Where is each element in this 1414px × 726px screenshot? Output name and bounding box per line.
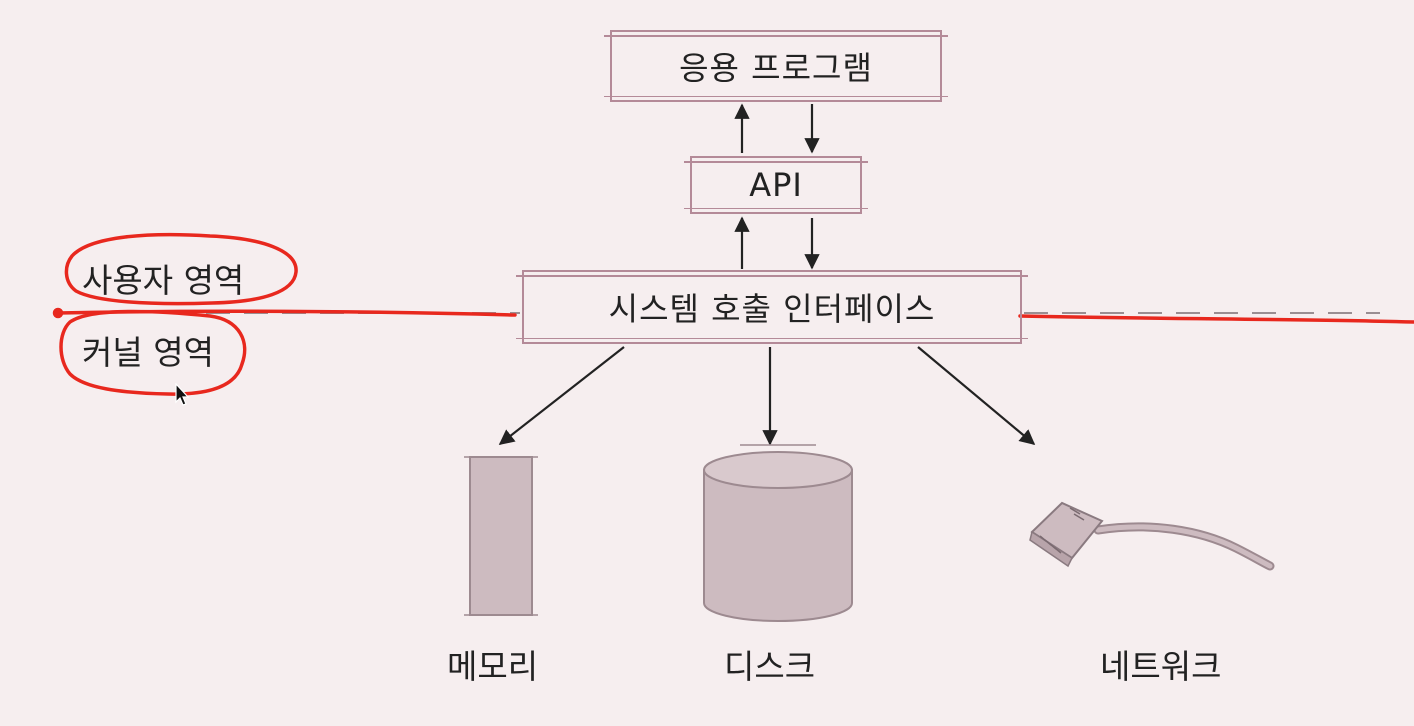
system-call-interface-box: 시스템 호출 인터페이스 [516,270,1028,344]
boundary-underline-right [1018,314,1414,324]
disk-label: 디스크 [724,647,816,686]
api-box: API [684,156,868,214]
arrows-to-devices [498,346,1036,446]
network-label: 네트워크 [1100,647,1222,686]
memory-label: 메모리 [447,647,539,686]
user-region-circle [64,232,298,306]
application-label: 응용 프로그램 [679,49,873,87]
disk-cylinder-icon [703,444,853,622]
boundary-underline-left [56,309,517,317]
network-cable-icon [1029,501,1275,571]
user-region-label: 사용자 영역 [82,261,245,300]
arrows-api-syscall [734,216,820,270]
memory-module-icon [464,456,538,616]
arrows-app-api [734,103,820,154]
application-box: 응용 프로그램 [604,30,948,102]
mouse-cursor-icon [175,383,190,406]
red-pen-annotations [52,232,1414,396]
api-label: API [749,166,803,204]
system-call-interface-label: 시스템 호출 인터페이스 [608,290,936,328]
kernel-region-label: 커널 영역 [82,333,214,372]
